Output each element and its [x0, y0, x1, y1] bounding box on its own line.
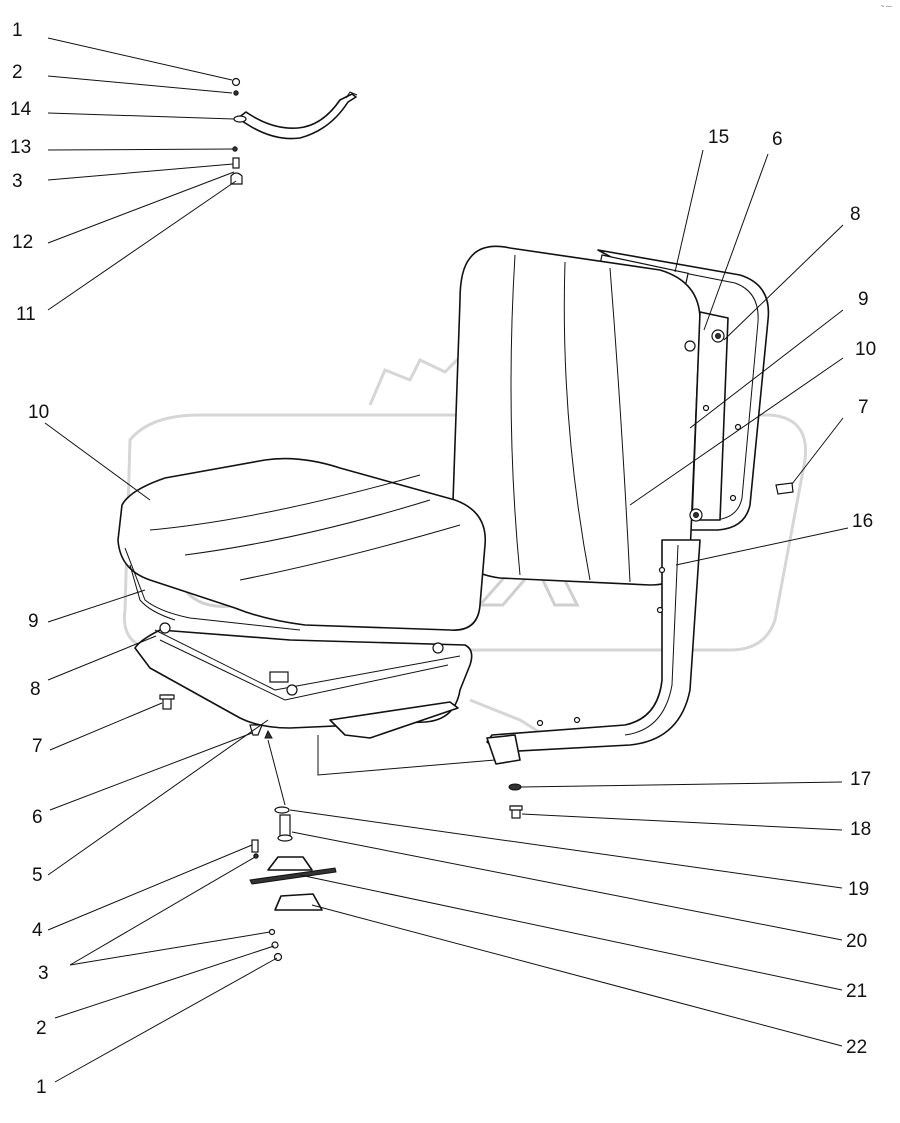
callout-14: 14 [10, 99, 32, 120]
callout-17: 17 [850, 769, 872, 790]
callout-13: 13 [10, 137, 32, 158]
callout-1-top: 1 [12, 20, 23, 41]
callout-18: 18 [850, 819, 872, 840]
callout-6-bottom: 6 [32, 807, 43, 828]
corner-mark: ~ --- [880, 4, 892, 10]
callout-3-top: 3 [12, 171, 23, 192]
callout-11: 11 [16, 304, 36, 325]
callout-3-bottom: 3 [38, 963, 49, 984]
callout-9-right: 9 [858, 289, 869, 310]
callout-7-right: 7 [858, 397, 869, 418]
callout-10-left: 10 [28, 402, 50, 423]
callout-2-top: 2 [12, 62, 23, 83]
callout-10-right: 10 [855, 339, 877, 360]
callout-4: 4 [32, 920, 43, 941]
support-frame [486, 539, 701, 765]
callout-15: 15 [708, 127, 730, 148]
callout-9-left: 9 [28, 611, 39, 632]
seat-cushion [117, 457, 486, 631]
callout-7-left: 7 [32, 736, 43, 757]
seat-base [134, 622, 496, 806]
callout-21: 21 [846, 981, 868, 1002]
callout-8-left: 8 [30, 679, 41, 700]
callout-2-bottom: 2 [36, 1018, 47, 1039]
callout-12: 12 [12, 232, 34, 253]
callout-1-bottom: 1 [36, 1077, 47, 1098]
callout-16: 16 [852, 511, 874, 532]
callout-8-right: 8 [850, 204, 861, 225]
callout-5: 5 [32, 865, 43, 886]
seat-back [451, 245, 770, 586]
callout-22: 22 [846, 1037, 868, 1058]
callout-6-top: 6 [772, 129, 783, 150]
callout-19: 19 [848, 879, 870, 900]
callout-20: 20 [846, 931, 868, 952]
strap-assembly [230, 77, 358, 185]
leader-lines [44, 37, 849, 1083]
